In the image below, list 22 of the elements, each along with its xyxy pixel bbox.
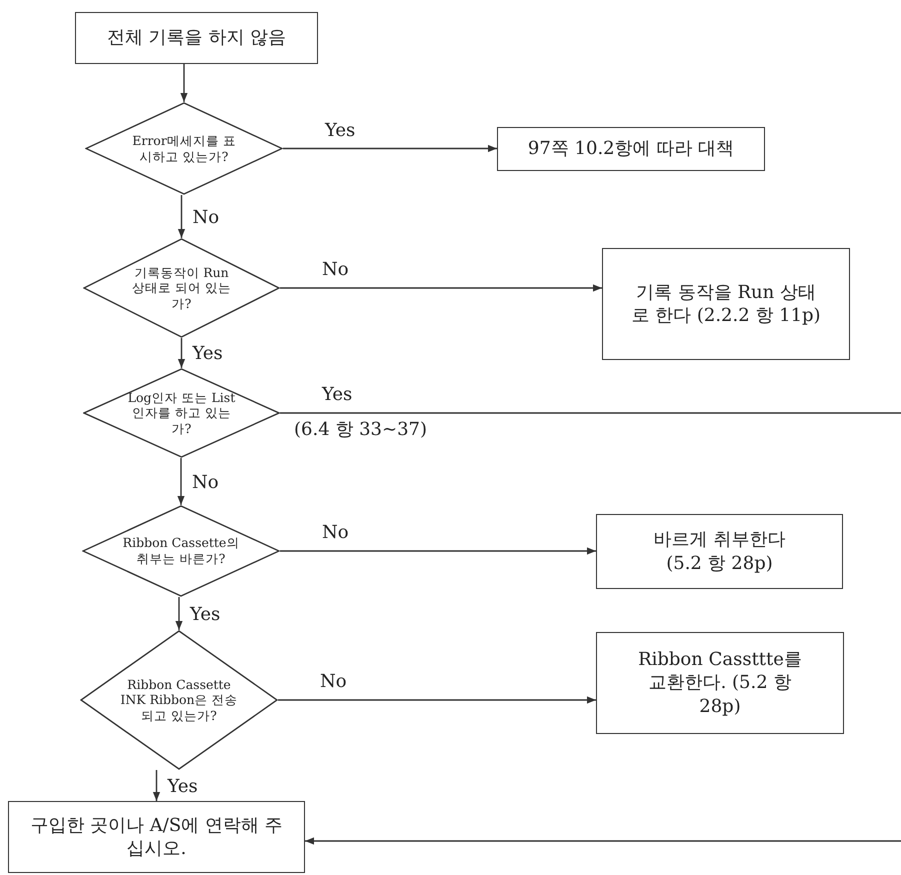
arrow <box>180 64 188 102</box>
decision-diamond: Ribbon Cassette의 취부는 바른가? <box>82 505 280 597</box>
decision-diamond: Ribbon Cassette INK Ribbon은 전송되고 있는가? <box>80 630 278 770</box>
decision-diamond: Log인자 또는 List인자를 하고 있는가? <box>83 368 280 458</box>
arrow <box>283 144 497 152</box>
arrow <box>305 837 901 845</box>
arrow <box>177 458 185 505</box>
process-box: 바르게 취부한다 (5.2 항 28p) <box>596 514 843 589</box>
arrow <box>280 547 596 555</box>
decision-diamond: Error메세지를 표시하고 있는가? <box>85 102 283 195</box>
process-box: 기록 동작을 Run 상태로 한다 (2.2.2 항 11p) <box>602 248 850 360</box>
process-box: 구입한 곳이나 A/S에 연락해 주십시오. <box>8 801 305 873</box>
arrow <box>175 597 183 630</box>
arrow <box>152 770 160 801</box>
process-box: 전체 기록을 하지 않음 <box>75 12 318 64</box>
process-box: 97쪽 10.2항에 따라 대책 <box>497 127 765 171</box>
arrow <box>278 696 596 704</box>
decision-diamond: 기록동작이 Run상태로 되어 있는가? <box>83 238 280 338</box>
arrow <box>178 338 186 368</box>
process-box: Ribbon Cassttte를 교환한다. (5.2 항 28p) <box>596 632 844 734</box>
arrow <box>178 195 186 238</box>
arrow <box>280 284 602 292</box>
